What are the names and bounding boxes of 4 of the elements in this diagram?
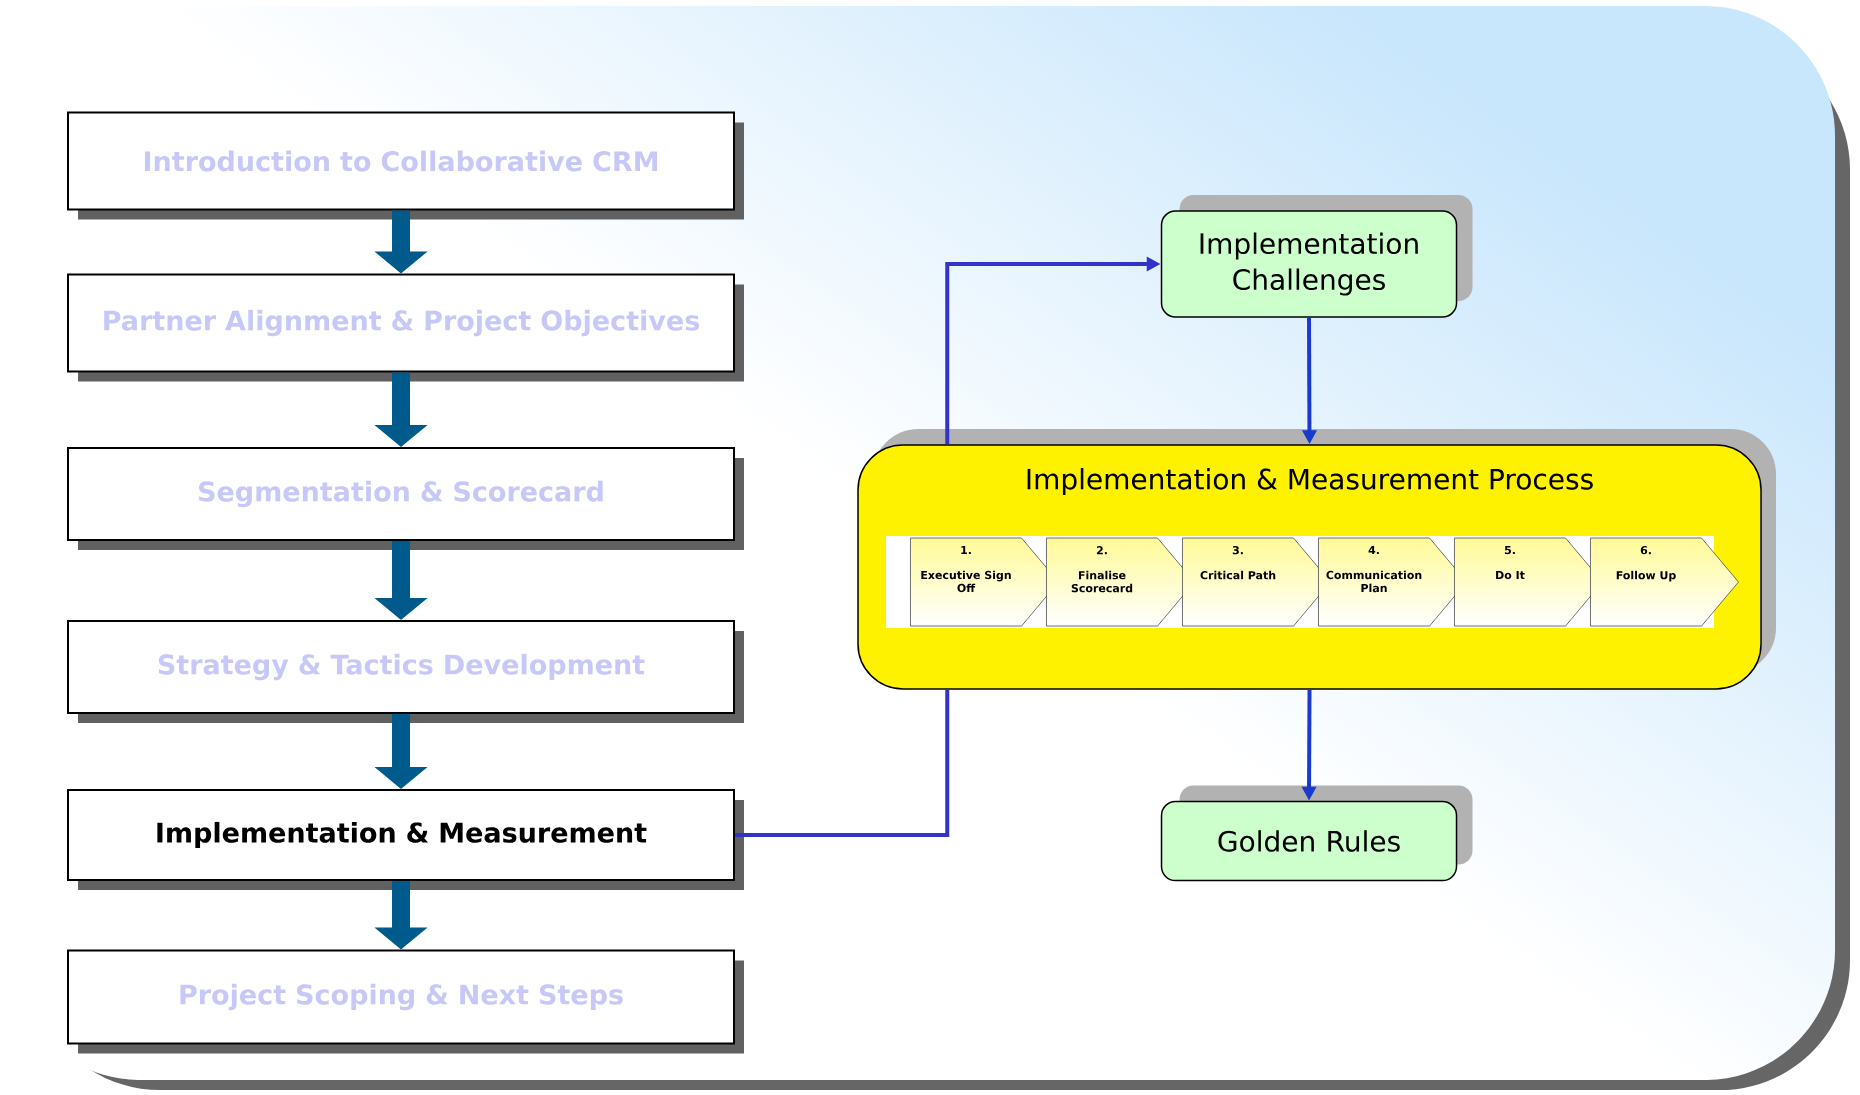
connector-line bbox=[735, 689, 950, 837]
rounded-box: Implementation Challenges bbox=[1160, 195, 1473, 318]
flow-step-box: Implementation & Measurement bbox=[67, 789, 744, 890]
rounded-box: Golden Rules bbox=[1160, 785, 1473, 882]
